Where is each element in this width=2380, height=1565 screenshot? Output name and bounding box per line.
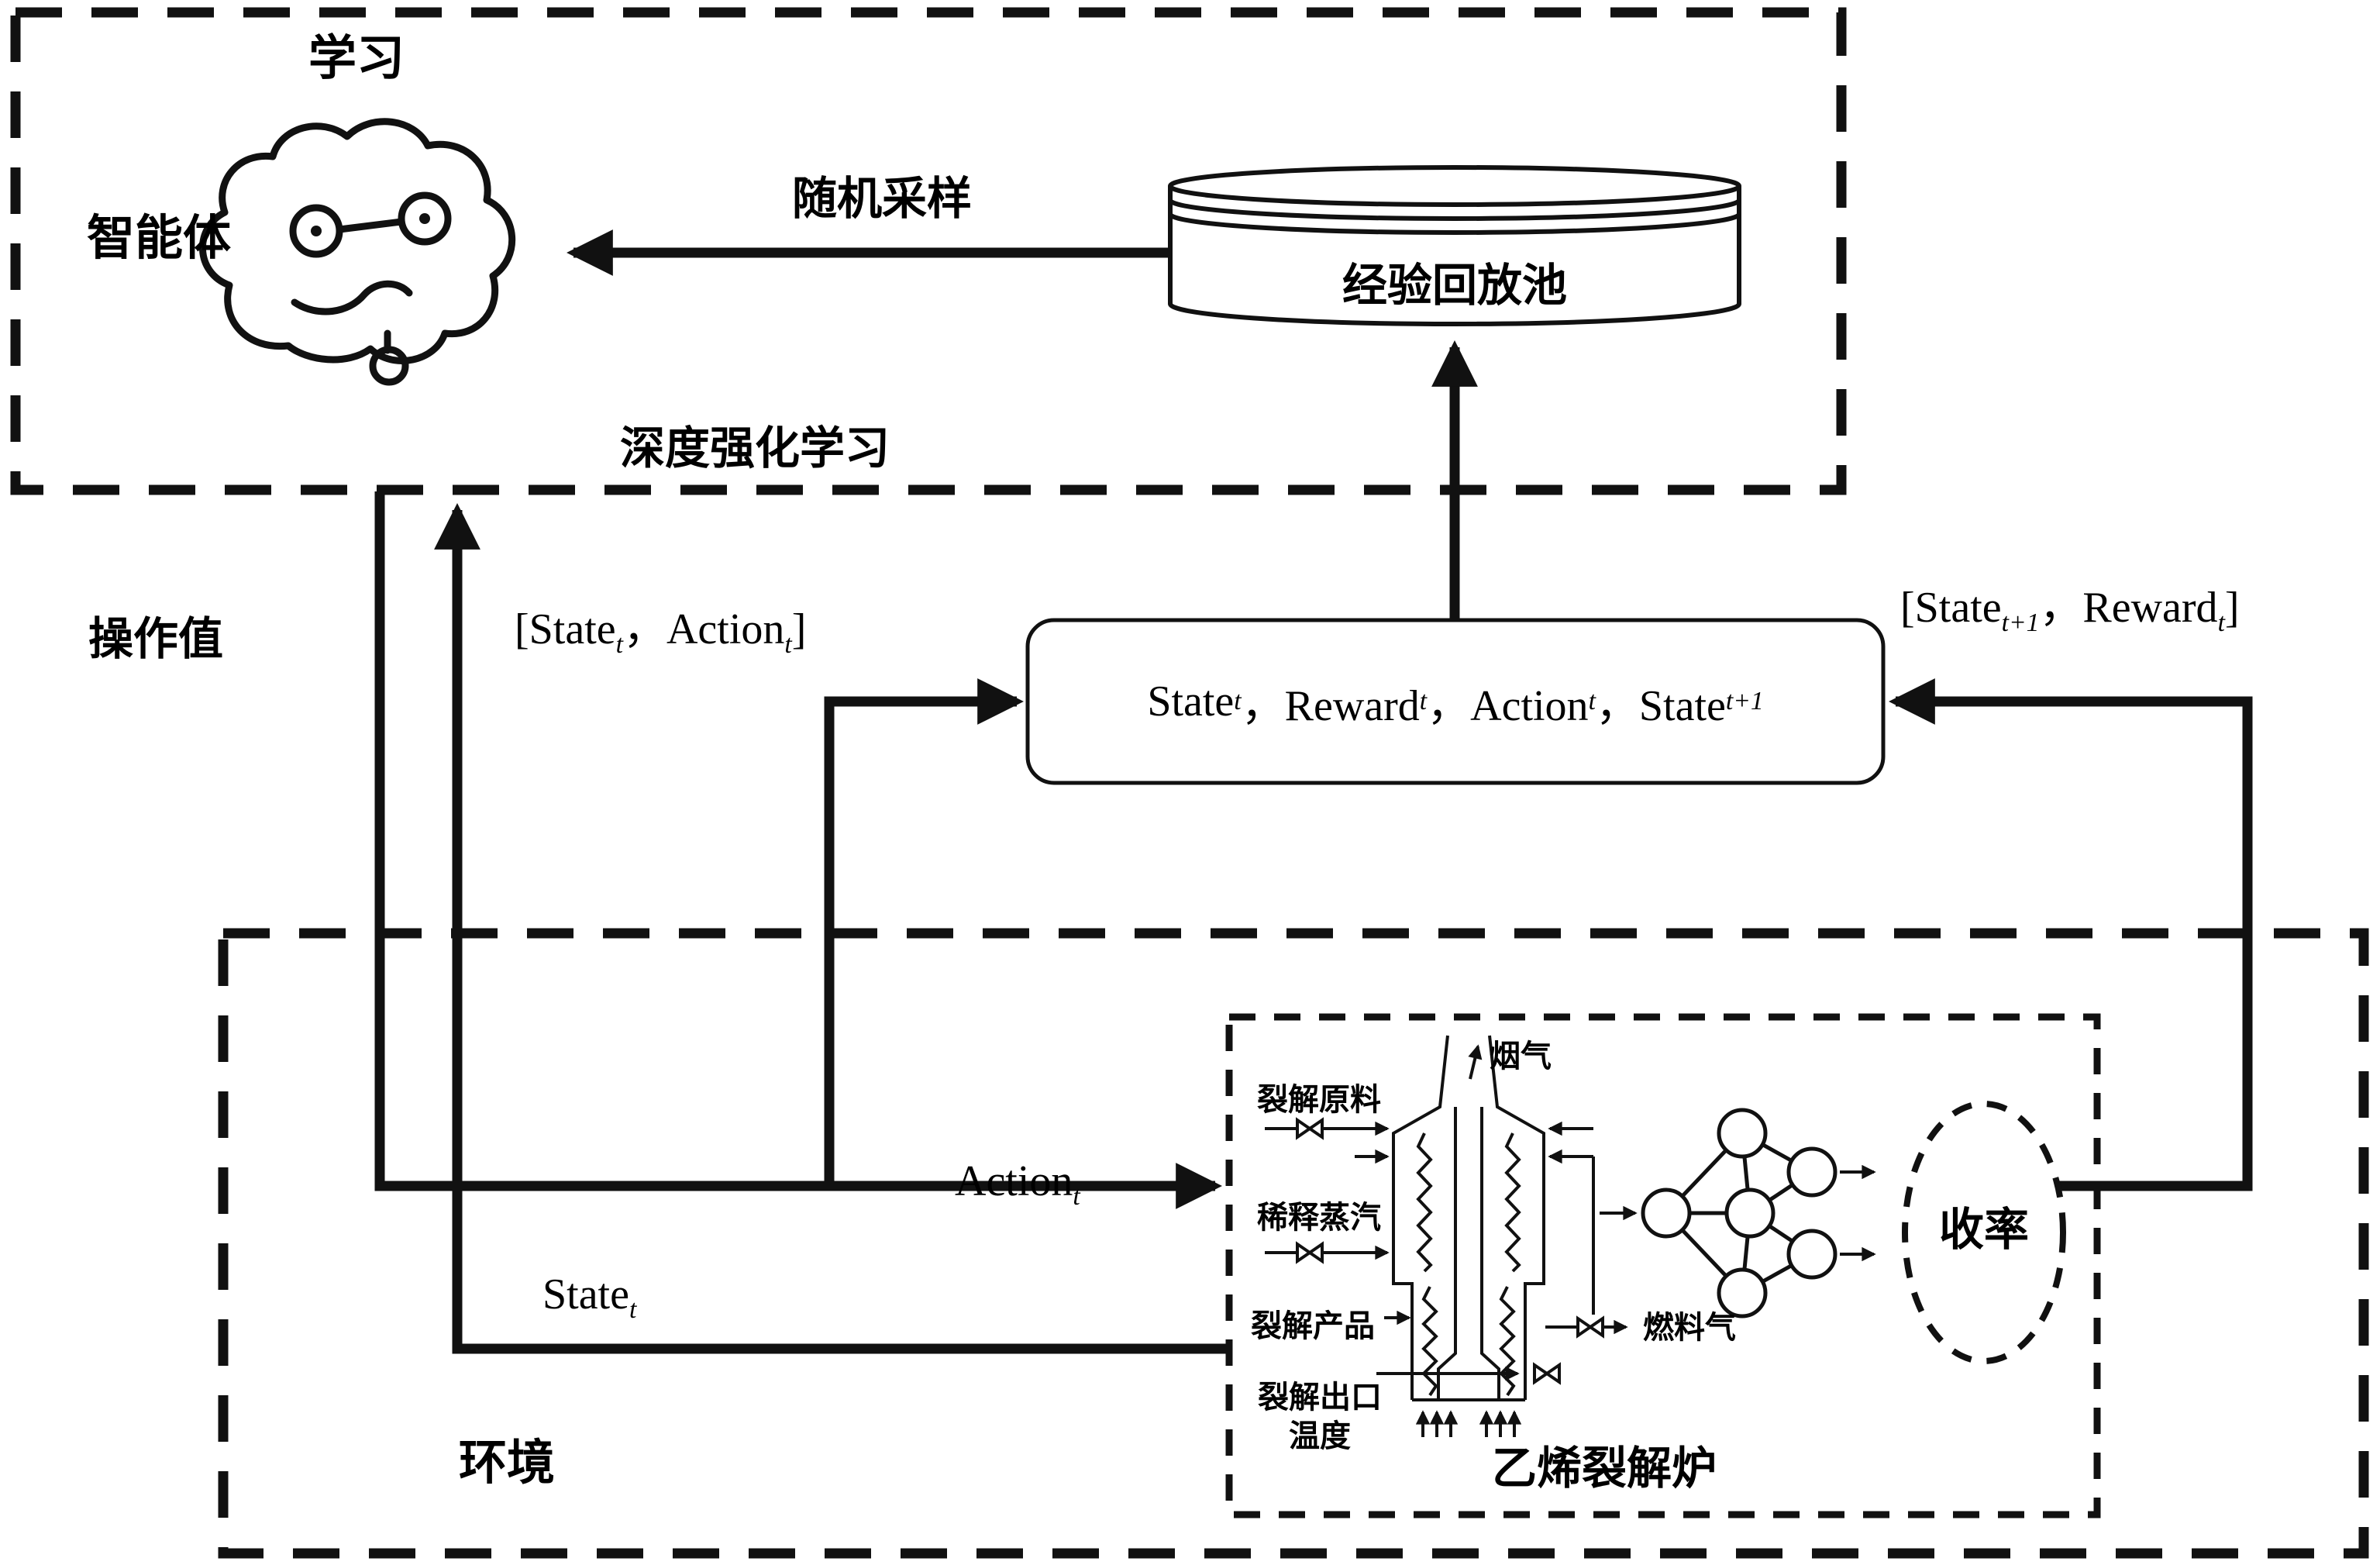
random-sampling-label: 随机采样 bbox=[792, 174, 973, 224]
dilution-steam-label: 稀释蒸汽 bbox=[1257, 1201, 1381, 1235]
flue-gas-label: 烟气 bbox=[1490, 1039, 1552, 1074]
arrow-state-to-agent bbox=[434, 503, 1229, 1354]
outlet-temp-line2: 温度 bbox=[1289, 1419, 1351, 1453]
arrow-reward-to-tuple bbox=[1889, 678, 2253, 1191]
yield-ellipse bbox=[1902, 1101, 2066, 1364]
learning-label: 学习 bbox=[308, 32, 405, 85]
action-label: Actiont bbox=[955, 1157, 1080, 1212]
outlet-temp-label: 裂解出口 温度 bbox=[1246, 1378, 1393, 1456]
signal-arrows bbox=[374, 229, 2253, 1354]
transition-tuple-box bbox=[1025, 618, 1886, 785]
neural-network-icon bbox=[1600, 1108, 1876, 1319]
furnace-schematic bbox=[1265, 1035, 1628, 1437]
furnace-title: 乙烯裂解炉 bbox=[1491, 1443, 1717, 1494]
drl-dashed-box bbox=[10, 7, 1847, 495]
outlet-temp-line1: 裂解出口 bbox=[1258, 1381, 1382, 1415]
operation-value-label: 操作值 bbox=[88, 614, 224, 664]
brain-icon bbox=[198, 118, 515, 386]
products-label: 裂解产品 bbox=[1251, 1309, 1375, 1343]
replay-buffer-cylinder bbox=[1168, 165, 1741, 326]
environment-dashed-box bbox=[218, 928, 2369, 1559]
yield-label: 收率 bbox=[1938, 1205, 2029, 1255]
dashed-frames bbox=[10, 7, 2369, 1559]
fuel-gas-label: 燃料气 bbox=[1643, 1311, 1736, 1345]
agent-label: 智能体 bbox=[87, 212, 232, 265]
replay-buffer-label: 经验回放池 bbox=[1342, 260, 1567, 311]
state-action-label: [Statet，Actiont] bbox=[515, 605, 807, 660]
drl-title: 深度强化学习 bbox=[620, 423, 890, 474]
valve-icons bbox=[1296, 1117, 1604, 1385]
next-state-reward-label: [Statet+1，Rewardt] bbox=[1900, 584, 2240, 638]
arrow-action-to-tuple bbox=[824, 678, 1024, 1186]
furnace-dashed-box bbox=[1225, 1013, 2101, 1518]
feedstock-label: 裂解原料 bbox=[1257, 1083, 1381, 1117]
environment-label: 环境 bbox=[459, 1436, 556, 1490]
flue-gas-arrow bbox=[1468, 1044, 1483, 1080]
arrow-action-to-environment bbox=[374, 491, 1222, 1209]
state-label: Statet bbox=[542, 1270, 637, 1325]
